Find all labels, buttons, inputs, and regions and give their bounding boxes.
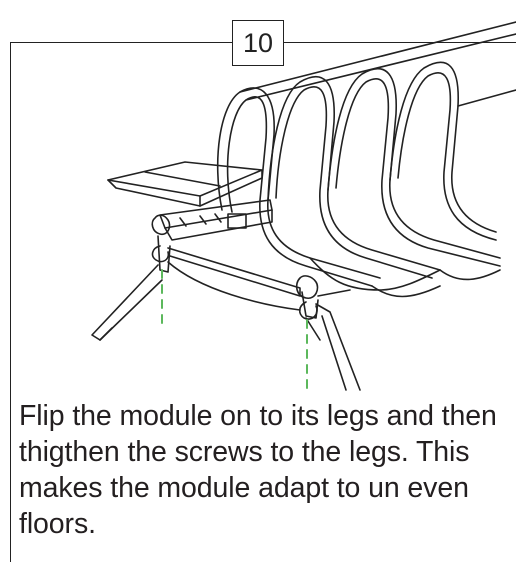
step-number-badge: 10 (232, 20, 284, 66)
alignment-guides (161, 269, 308, 393)
bench-seat-front (309, 257, 501, 298)
instruction-text: Flip the module on to its legs and then … (19, 400, 497, 540)
bench-beam (159, 199, 273, 241)
step-number: 10 (242, 27, 274, 58)
bench-leg-right (295, 275, 361, 391)
bench-armrest (107, 161, 263, 207)
bench-illustration (91, 21, 516, 393)
bench-seat-shells (216, 21, 516, 287)
bench-leg-left (91, 214, 301, 341)
